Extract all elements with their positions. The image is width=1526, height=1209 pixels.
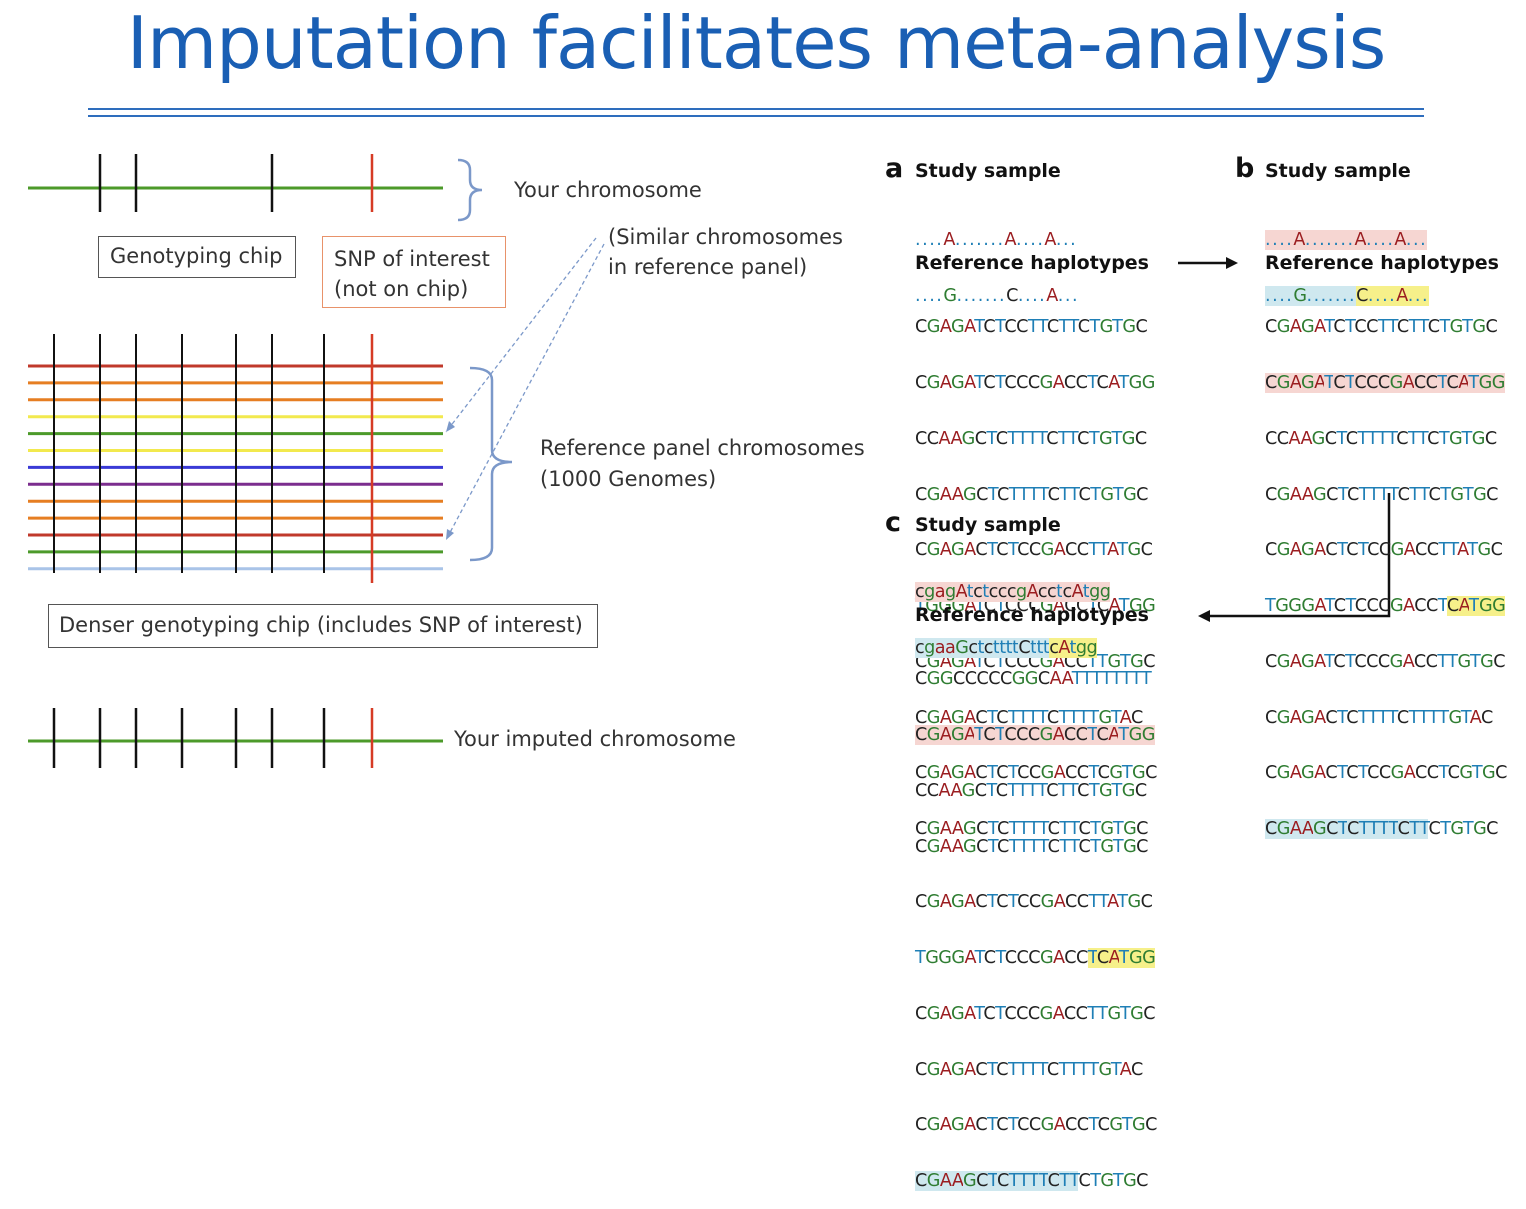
reference-panel-brace: [469, 366, 513, 562]
sequence-row: CGAGATCTCCTTCTTCTGTGC: [915, 317, 1148, 338]
sequence-row: CGAGACTCTCCGACCTTATGC: [915, 892, 1153, 913]
sequence-row: CGAAGCTCTTTTCTTCTGTGC: [1265, 484, 1498, 505]
your-chromosome-brace: [457, 158, 483, 222]
arrow-right-icon: [1226, 257, 1238, 269]
reference-panel-ticks: [53, 334, 374, 583]
panel-b-study-rows: ....A.......A....A... ....G.......C....A…: [1265, 194, 1430, 324]
sequence-row: CGAGATCTCCCGACCTTGTGC: [915, 1003, 1156, 1024]
sequence-row: CGAAGCTCTTTTCTTCTGTGC: [915, 1171, 1148, 1192]
panel-c-ref-rows: CGGCCCCCGGCAATTTTTTTT CGAGATCTCCCGACCTCA…: [915, 633, 1157, 1209]
sequence-row: ....G.......C....A...: [1265, 285, 1430, 306]
left-diagram: [28, 154, 1391, 768]
sequence-row: CGAAGCTCTTTTCTTCTGTGC: [1265, 819, 1498, 840]
imputed-chromosome-label: Your imputed chromosome: [454, 727, 736, 751]
sequence-row: CGAGACTCTTTTCTTTTGTAC: [915, 707, 1143, 728]
sequence-row: CGAGACTCTCCGACCTTATGC: [915, 540, 1153, 561]
reference-panel-label: Reference panel chromosomes (1000 Genome…: [540, 436, 865, 491]
denser-chip-label: Denser genotyping chip (includes SNP of …: [59, 613, 583, 637]
panel-a-ref-label: Reference haplotypes: [915, 252, 1149, 274]
panel-c-ref-label: Reference haplotypes: [915, 604, 1149, 626]
sequence-row: TGGGATCTCCCGACCTCATGG: [915, 948, 1156, 969]
arrow-left-icon: [1198, 610, 1210, 622]
panel-a-letter: a: [885, 153, 904, 184]
sequence-row: CGAGACTCTTTTCTTTTGTAC: [1265, 707, 1493, 728]
sequence-row: CGAGATCTCCCGACCTCATGG: [915, 724, 1155, 745]
sequence-row: CGAGACTCTCCGACCTTATGC: [1265, 540, 1503, 561]
snp-label-line1: SNP of interest: [334, 247, 490, 271]
similar-chromosomes-label: (Similar chromosomes in reference panel): [608, 225, 843, 279]
sequence-row: CGAGACTCTCCGACCTCGTGC: [915, 1115, 1157, 1136]
arrowhead-icon: [446, 529, 454, 540]
panel-arrows: [1178, 261, 1391, 618]
denser-chip-box: Denser genotyping chip (includes SNP of …: [48, 604, 598, 648]
sequence-row: CGGCCCCCGGCAATTTTTTTT: [915, 669, 1152, 690]
sequence-row: CGAGATCTCCCGACCTCATGG: [1265, 372, 1505, 393]
panel-a-ref-rows: CGAGATCTCCTTCTTCTGTGC CGAGATCTCCCGACCTCA…: [915, 281, 1157, 857]
panel-c-study-label: Study sample: [915, 514, 1061, 536]
snp-of-interest-box: SNP of interest (not on chip): [322, 236, 506, 308]
sequence-row: TGGGATCTCCCGACCTCATGG: [1265, 596, 1506, 617]
sequence-row: CGAAGCTCTTTTCTTCTGTGC: [915, 836, 1148, 857]
panel-b-ref-label: Reference haplotypes: [1265, 252, 1499, 274]
your-chromosome-graphic: [28, 154, 443, 212]
sequence-row: ....A.......A....A...: [915, 230, 1078, 251]
your-chromosome-label: Your chromosome: [514, 178, 702, 202]
similar-chromosome-arrows: [445, 237, 605, 541]
panel-b-study-label: Study sample: [1265, 160, 1411, 182]
panel-b-letter: b: [1235, 153, 1255, 184]
arrowhead-icon: [446, 421, 455, 432]
sequence-row: ....G.......C....A...: [915, 285, 1080, 306]
panel-c-study-rows: cgagAtctcccgAcctcAtgg cgaaGctcttttCtttcA…: [915, 546, 1111, 676]
title-rule-top: [88, 108, 1424, 110]
panel-a-study-label: Study sample: [915, 160, 1061, 182]
snp-label-line2: (not on chip): [334, 277, 469, 301]
sequence-row: CGAGACTCTTTTCTTTTGTAC: [915, 1059, 1143, 1080]
page-title: Imputation facilitates meta-analysis: [126, 1, 1387, 85]
sequence-row: CGAAGCTCTTTTCTTCTGTGC: [915, 484, 1148, 505]
sequence-row: ....A.......A....A...: [1265, 230, 1428, 251]
sequence-row: CGAGATCTCCTTCTTCTGTGC: [1265, 317, 1498, 338]
title-rule-bottom: [88, 115, 1424, 117]
genotyping-chip-box: Genotyping chip: [98, 236, 296, 278]
sequence-row: CGAGACTCTCCGACCTCGTGC: [915, 763, 1157, 784]
sequence-row: CCAAGCTCTTTTCTTCTGTGC: [915, 780, 1147, 801]
sequence-row: cgaaGctcttttCtttcAtgg: [915, 637, 1098, 658]
sequence-row: CGAGACTCTCCGACCTCGTGC: [1265, 763, 1507, 784]
imputed-chromosome-graphic: [28, 708, 443, 768]
panel-a-study-rows: ....A.......A....A... ....G.......C....A…: [915, 194, 1079, 324]
sequence-row: CGAGATCTCCCGACCTCATGG: [915, 372, 1155, 393]
sequence-row: CGAGATCTCCCGACCTTGTGC: [1265, 651, 1506, 672]
sequence-row: CCAAGCTCTTTTCTTCTGTGC: [1265, 428, 1497, 449]
sequence-row: cgagAtctcccgAcctcAtgg: [915, 582, 1111, 603]
panel-b-ref-rows: CGAGATCTCCTTCTTCTGTGC CGAGATCTCCCGACCTCA…: [1265, 281, 1507, 857]
genotyping-chip-label: Genotyping chip: [110, 244, 283, 268]
sequence-row: CCAAGCTCTTTTCTTCTGTGC: [915, 428, 1147, 449]
panel-c-letter: c: [885, 507, 902, 538]
